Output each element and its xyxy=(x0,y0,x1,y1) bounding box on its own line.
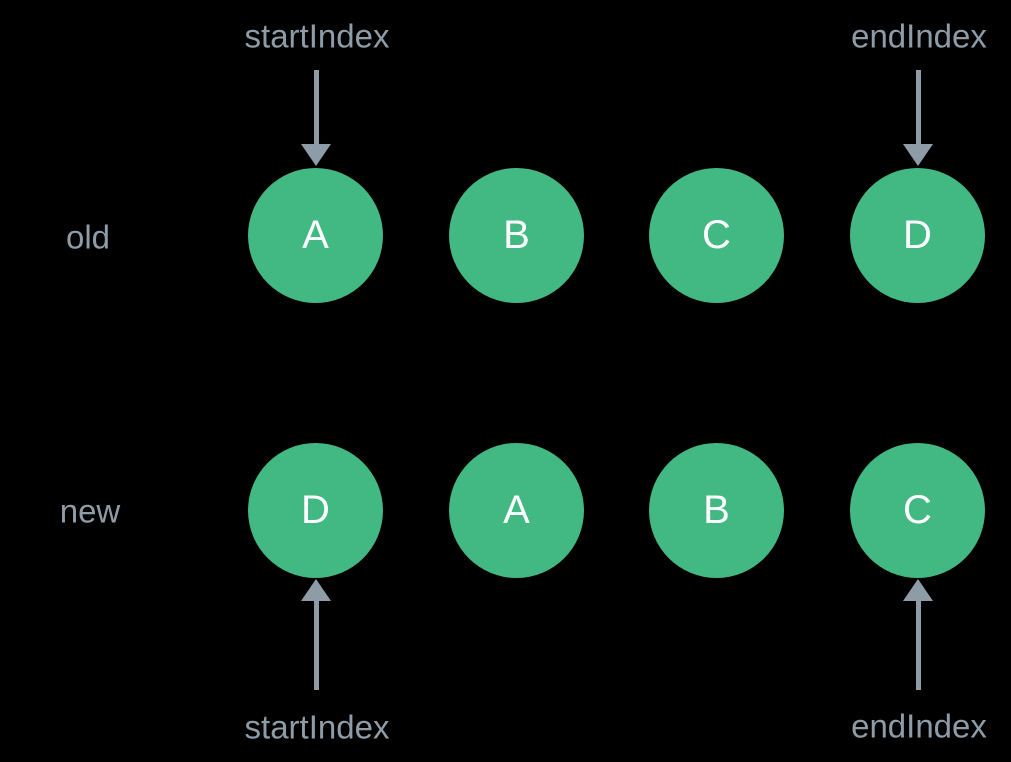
node-new-2: B xyxy=(649,443,784,578)
row-label-old: old xyxy=(65,218,111,256)
arrow-shaft xyxy=(915,601,921,690)
node-old-1: B xyxy=(449,168,584,303)
startindex-label-old: startIndex xyxy=(244,17,390,55)
startindex-arrow-down-icon xyxy=(301,70,331,166)
arrow-head xyxy=(903,144,933,166)
arrow-shaft xyxy=(313,601,319,690)
row-label-new: new xyxy=(59,492,121,530)
startindex-arrow-up-icon xyxy=(301,579,331,690)
endindex-arrow-down-icon xyxy=(903,70,933,166)
node-new-0: D xyxy=(248,443,383,578)
node-old-0: A xyxy=(248,168,383,303)
arrow-head xyxy=(301,144,331,166)
arrow-shaft xyxy=(313,70,319,144)
node-old-3: D xyxy=(850,168,985,303)
arrow-head xyxy=(301,579,331,601)
endindex-arrow-up-icon xyxy=(903,579,933,690)
node-new-3: C xyxy=(850,443,985,578)
endindex-label-old: endIndex xyxy=(851,17,987,55)
node-new-1: A xyxy=(449,443,584,578)
node-old-2: C xyxy=(649,168,784,303)
arrow-head xyxy=(903,579,933,601)
arrow-shaft xyxy=(915,70,921,144)
startindex-label-new: startIndex xyxy=(244,708,390,746)
endindex-label-new: endIndex xyxy=(851,707,987,745)
